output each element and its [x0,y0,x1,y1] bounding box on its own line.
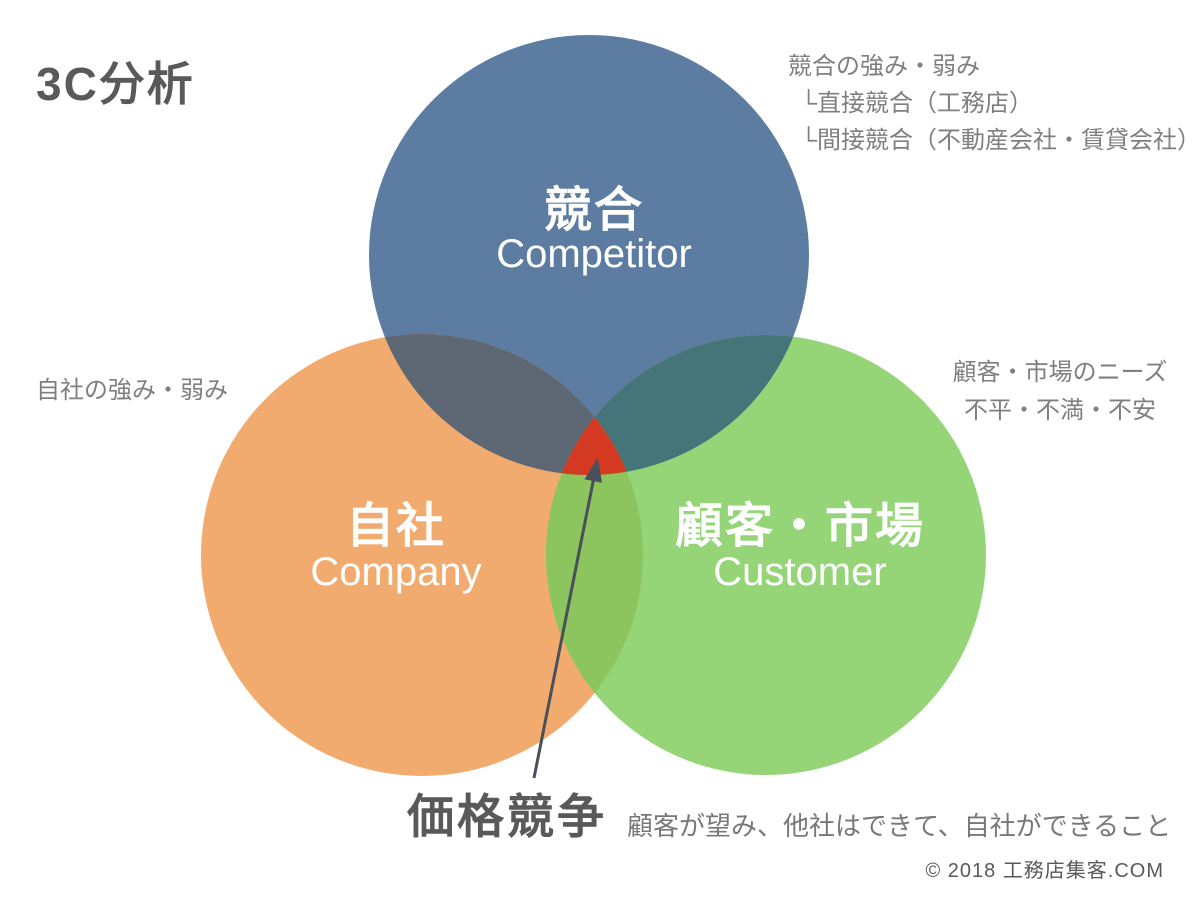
competitor-label-ja: 競合 [543,184,644,237]
competitor-note-line2: └直接競合（工務店） [800,90,1034,117]
copyright: © 2018 工務店集客.COM [925,860,1164,882]
customer-notes: 顧客・市場のニーズ 不平・不満・不安 [935,354,1185,430]
competitor-note-line3: └間接競合（不動産会社・賃貸会社） [800,127,1200,154]
price-war-label: 価格競争 [407,790,607,843]
center-note: 顧客が望み、他社はできて、自社ができること [627,811,1172,841]
company-note: 自社の強み・弱み [36,377,228,404]
customer-label-en: Customer [713,550,887,594]
company-label-ja: 自社 [345,500,446,553]
page-title: 3C分析 [36,58,195,110]
competitor-label-en: Competitor [496,232,692,276]
competitor-customer-overlap [546,335,809,475]
customer-note-line1: 顧客・市場のニーズ [952,359,1168,386]
customer-note-line2: 不平・不満・不安 [964,397,1156,424]
competitor-notes: 競合の強み・弱み └直接競合（工務店） └間接競合（不動産会社・賃貸会社） [788,48,1200,159]
competitor-company-overlap [369,334,643,475]
price-war-arrow [532,457,603,779]
competitor-note-line1: 競合の強み・弱み [788,53,980,80]
customer-label-ja: 顧客・市場 [674,500,925,553]
company-label-en: Company [310,550,482,594]
